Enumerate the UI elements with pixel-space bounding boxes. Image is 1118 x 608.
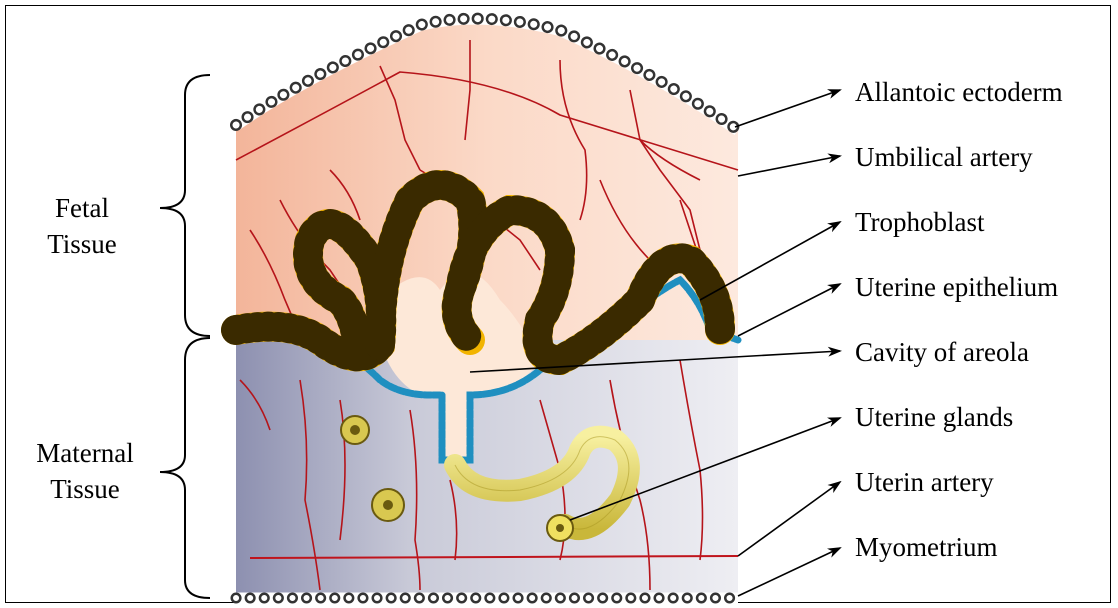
label-umbilical-artery: Umbilical artery — [855, 142, 1033, 172]
label-allantoic-ectoderm: Allantoic ectoderm — [855, 77, 1063, 107]
maternal-label-line1: Maternal — [20, 435, 150, 471]
label-uterine-epithelium: Uterine epithelium — [855, 272, 1058, 302]
label-uterine-glands: Uterine glands — [855, 402, 1013, 432]
maternal-label-line2: Tissue — [20, 471, 150, 507]
label-myometrium: Myometrium — [855, 532, 998, 562]
gland-cross-section — [372, 489, 404, 521]
label-cavity-of-areola: Cavity of areola — [855, 337, 1029, 367]
fetal-label-line2: Tissue — [22, 226, 142, 262]
gland-cross-section — [341, 416, 369, 444]
label-trophoblast: Trophoblast — [855, 207, 985, 237]
maternal-tissue-brace — [160, 338, 210, 598]
fetal-tissue-label: Fetal Tissue — [22, 190, 142, 262]
maternal-tissue-label: Maternal Tissue — [20, 435, 150, 507]
label-uterin-artery: Uterin artery — [855, 467, 994, 497]
fetal-tissue-brace — [160, 75, 210, 336]
fetal-label-line1: Fetal — [22, 190, 142, 226]
